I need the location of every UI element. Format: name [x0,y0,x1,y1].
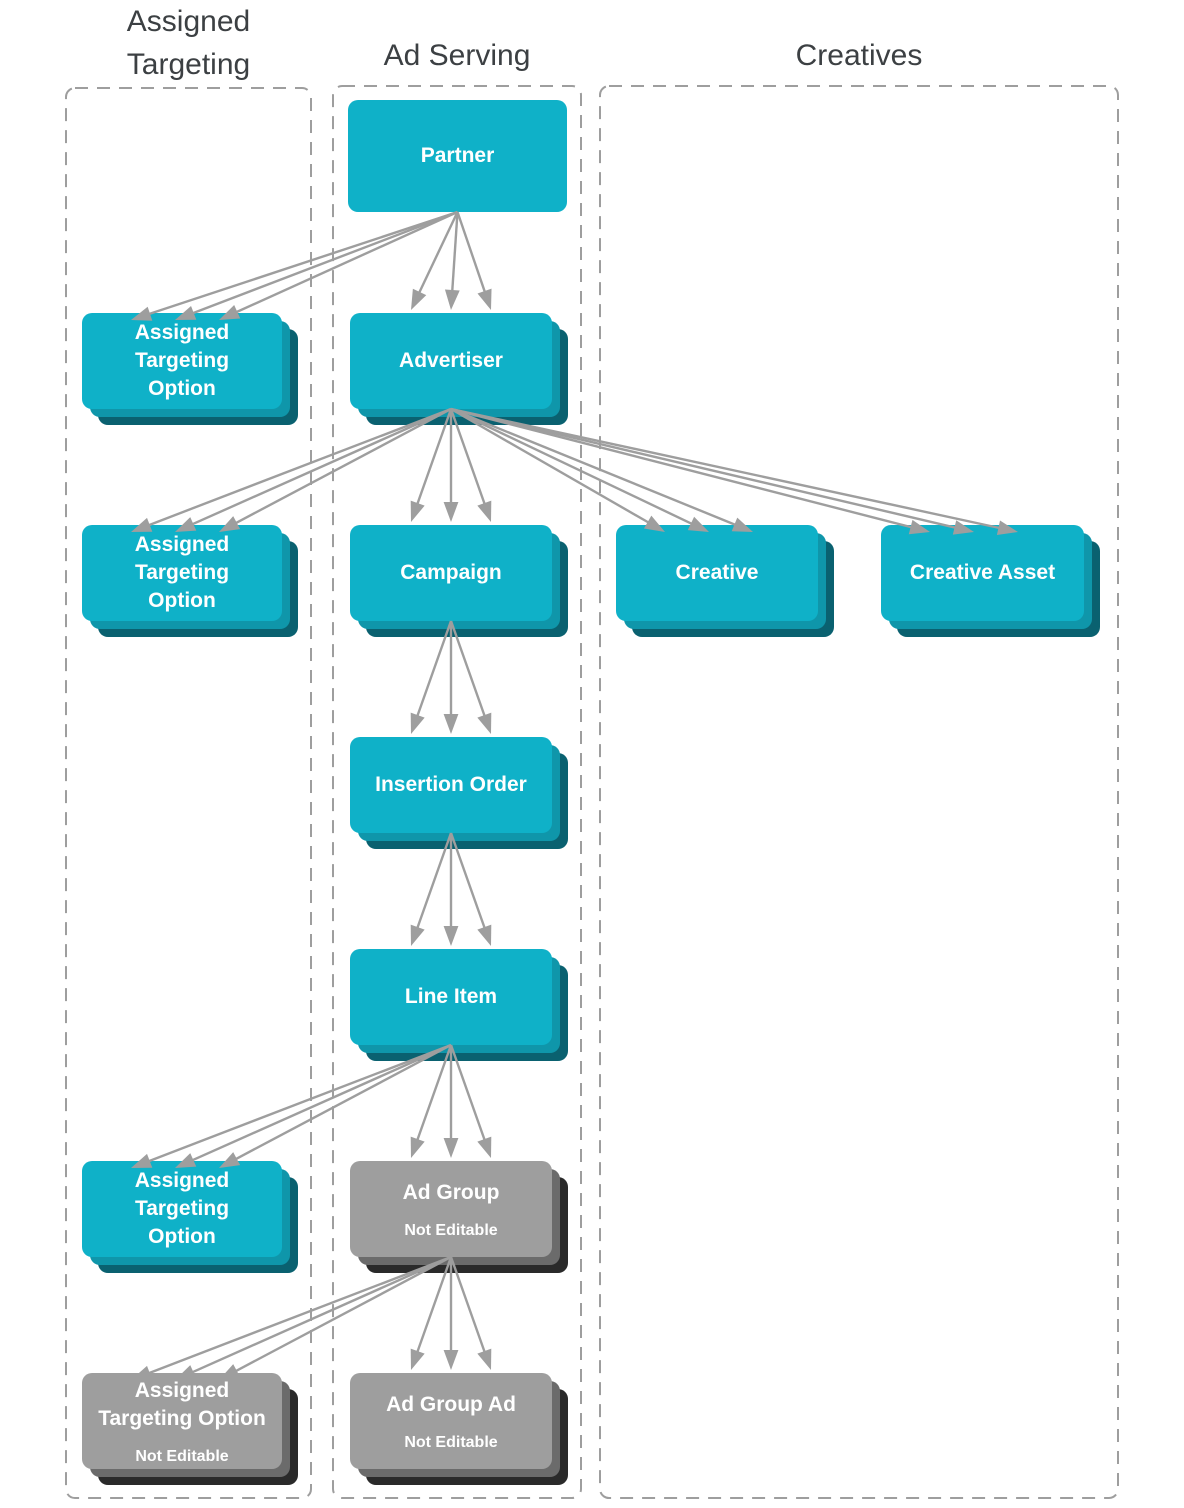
node-ad-group-ad: Ad Group Ad Not Editable [350,1373,552,1469]
node-line-item: Line Item [350,949,552,1045]
column-border-assigned-targeting [65,87,312,1499]
node-sublabel: Not Editable [135,1447,229,1465]
node-label: Creative Asset [909,561,1056,584]
column-title-creatives: Creatives [795,39,923,72]
node-advertiser: Advertiser [350,313,552,409]
node-creative-asset: Creative Asset [881,525,1084,621]
column-title-ad-serving: Ad Serving [383,39,531,72]
node-campaign: Campaign [350,525,552,621]
column-border-ad-serving [332,85,582,1499]
node-label: Campaign [400,561,502,584]
node-label: Line Item [404,985,498,1008]
node-label: Advertiser [399,349,503,372]
node-sublabel: Not Editable [404,1433,498,1451]
column-title-assigned-targeting: Assigned Targeting [126,5,251,81]
node-label: Ad Group Ad [386,1392,516,1416]
node-creative: Creative [616,525,818,621]
node-label: Partner [420,144,495,167]
node-label: Creative [675,561,759,584]
node-insertion-order: Insertion Order [350,737,552,833]
node-label: Ad Group [402,1180,500,1204]
node-label: Insertion Order [375,773,527,796]
node-sublabel: Not Editable [404,1221,498,1239]
node-partner: Partner [348,100,567,212]
column-border-creatives [599,85,1119,1499]
